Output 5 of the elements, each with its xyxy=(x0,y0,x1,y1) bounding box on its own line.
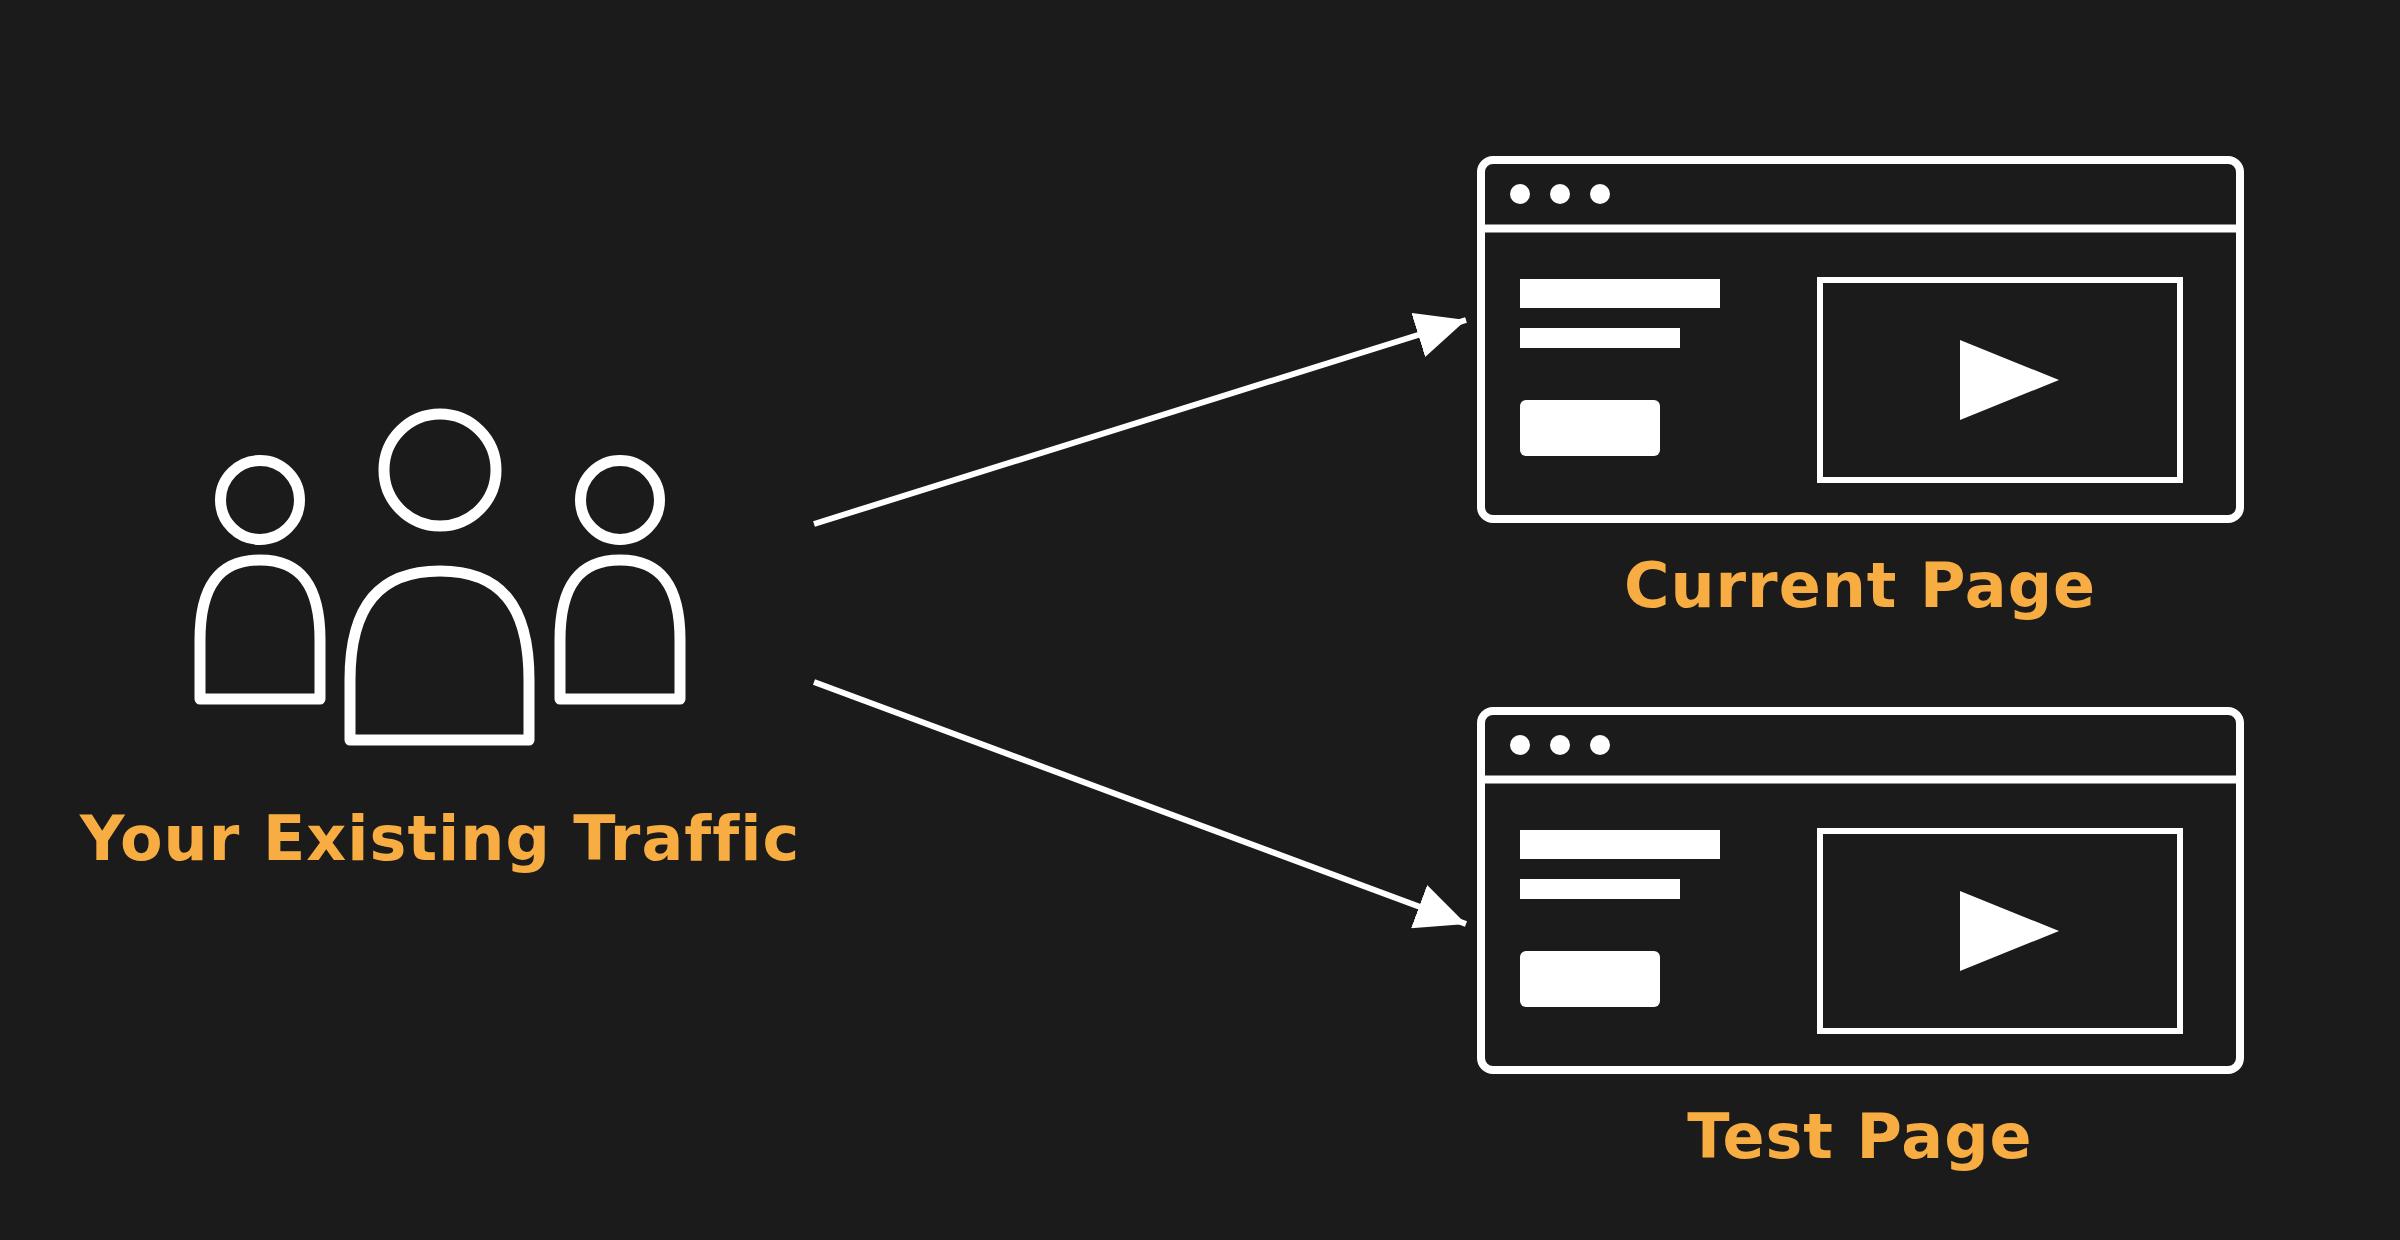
arrow xyxy=(813,313,1467,527)
node-label: Current Page xyxy=(1623,549,2097,623)
node-label: Test Page xyxy=(1687,1100,2033,1174)
node-label: Your Existing Traffic xyxy=(79,802,801,876)
arrow xyxy=(812,679,1468,929)
